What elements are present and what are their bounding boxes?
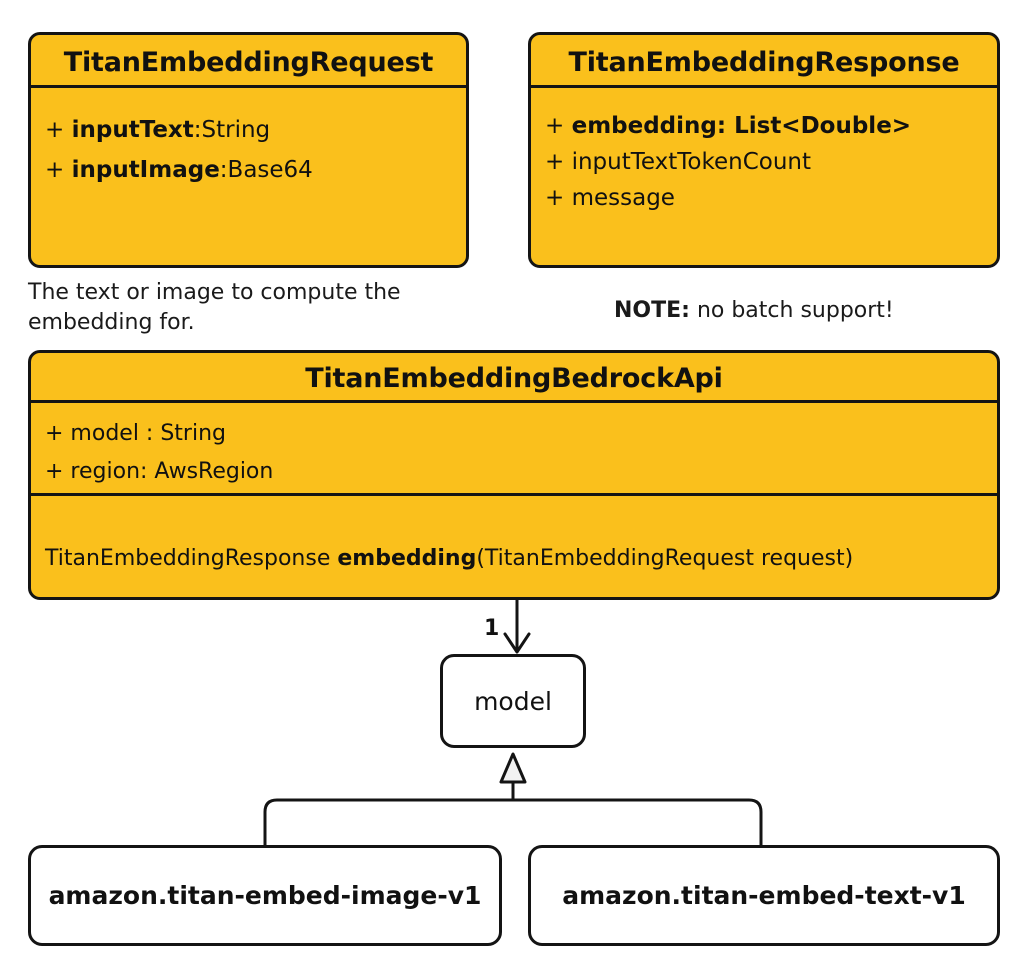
generalization-branch-bus: [263, 798, 763, 845]
method-params: (TitanEmbeddingRequest request): [476, 546, 854, 571]
enum-value-label: amazon.titan-embed-image-v1: [48, 881, 482, 910]
attribute-row: + embedding: List<Double>: [545, 108, 983, 144]
attribute-row: + inputTextTokenCount: [545, 144, 983, 180]
class-attributes-titan-embedding-response: + embedding: List<Double> + inputTextTok…: [531, 88, 997, 216]
class-title-titan-embedding-bedrock-api: TitanEmbeddingBedrockApi: [305, 363, 723, 394]
request-caption: The text or image to compute the embeddi…: [28, 278, 448, 337]
generalization-arrowhead: [499, 752, 527, 784]
visibility-marker: +: [545, 185, 565, 211]
attribute-type: :Base64: [219, 157, 313, 183]
enum-value-label: amazon.titan-embed-text-v1: [562, 881, 966, 910]
visibility-marker: +: [545, 149, 565, 175]
visibility-marker: +: [545, 113, 565, 139]
class-methods-divider: [31, 493, 997, 496]
class-title-titan-embedding-request: TitanEmbeddingRequest: [63, 47, 434, 78]
class-box-titan-embedding-request[interactable]: TitanEmbeddingRequest + inputText:String…: [28, 32, 469, 268]
attribute-row: + region: AwsRegion: [45, 453, 983, 491]
class-box-titan-embedding-response[interactable]: TitanEmbeddingResponse + embedding: List…: [528, 32, 1000, 268]
attribute-row: + inputImage:Base64: [45, 150, 452, 190]
class-box-titan-embedding-bedrock-api[interactable]: TitanEmbeddingBedrockApi + model : Strin…: [28, 350, 1000, 600]
attribute-name: embedding:: [571, 113, 727, 139]
class-title-divider: [31, 400, 997, 403]
class-title-divider: [531, 85, 997, 88]
attribute-name: inputText: [71, 117, 194, 143]
attribute-row: + message: [545, 180, 983, 216]
attribute-name: message: [571, 185, 675, 211]
class-attributes-titan-embedding-request: + inputText:String + inputImage:Base64: [31, 88, 466, 190]
class-attributes-titan-embedding-bedrock-api: + model : String + region: AwsRegion: [31, 403, 997, 493]
visibility-marker: +: [45, 459, 64, 484]
method-name: embedding: [337, 546, 477, 571]
class-title-titan-embedding-response: TitanEmbeddingResponse: [568, 47, 960, 78]
attribute-type: :String: [193, 117, 271, 143]
association-arrowhead: [503, 632, 531, 654]
attribute-name: inputImage: [71, 157, 220, 183]
multiplicity-label-1: 1: [484, 616, 500, 641]
attribute-row: + inputText:String: [45, 110, 452, 150]
attribute-name: region: AwsRegion: [63, 459, 274, 484]
class-methods-titan-embedding-bedrock-api: TitanEmbeddingResponse embedding(TitanEm…: [31, 496, 997, 574]
attribute-name: inputTextTokenCount: [571, 149, 812, 175]
enum-value-box-amazon-titan-embed-image-v1[interactable]: amazon.titan-embed-image-v1: [28, 845, 502, 946]
method-return-type: TitanEmbeddingResponse: [45, 546, 338, 571]
note-annotation: NOTE: no batch support!: [614, 296, 1014, 326]
attribute-row: + model : String: [45, 415, 983, 453]
request-caption-text: The text or image to compute the embeddi…: [28, 280, 401, 335]
attribute-type: List<Double>: [726, 113, 912, 139]
visibility-marker: +: [45, 421, 64, 446]
visibility-marker: +: [45, 157, 65, 183]
method-row: TitanEmbeddingResponse embedding(TitanEm…: [45, 544, 983, 574]
enumeration-box-label: model: [474, 686, 552, 716]
class-title-divider: [31, 85, 466, 88]
visibility-marker: +: [45, 117, 65, 143]
note-text: no batch support!: [689, 298, 894, 323]
note-label: NOTE:: [614, 298, 690, 323]
enum-value-box-amazon-titan-embed-text-v1[interactable]: amazon.titan-embed-text-v1: [528, 845, 1000, 946]
enumeration-box-model[interactable]: model: [440, 654, 586, 748]
attribute-name: model : String: [63, 421, 226, 446]
